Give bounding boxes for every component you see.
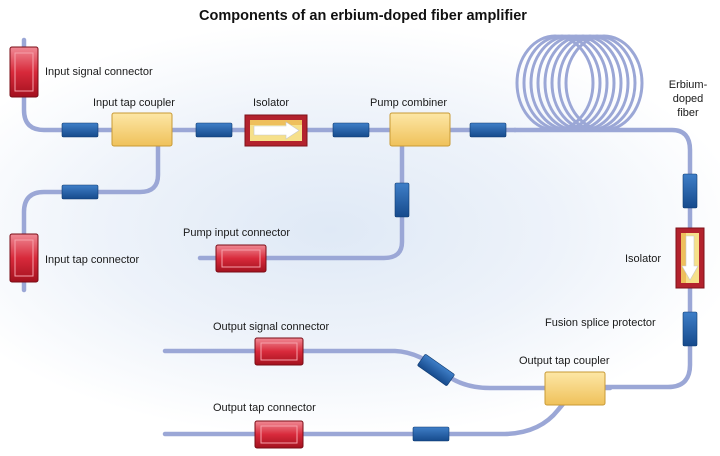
splice-6	[394, 182, 410, 218]
input-signal-connector-body	[9, 46, 39, 98]
pump-combiner-body	[389, 112, 451, 147]
input-tap-fiber	[21, 134, 161, 293]
arrow-down-icon	[681, 235, 699, 281]
splices	[61, 122, 698, 442]
erbium-coil	[515, 34, 644, 132]
output-signal-connector-body	[254, 337, 304, 366]
output-signal-fiber	[162, 348, 548, 391]
splice-2	[195, 122, 233, 138]
isolator-top	[244, 114, 308, 147]
label-output-signal-connector: Output signal connector	[213, 321, 330, 333]
splice-3	[332, 122, 370, 138]
isolator-right	[675, 227, 705, 289]
label-isolator-top: Isolator	[253, 97, 289, 109]
label-erbium-3: fiber	[677, 107, 699, 119]
pump-input-connector-body	[215, 244, 267, 273]
label-input-tap-connector: Input tap connector	[45, 254, 140, 266]
couplers	[111, 112, 606, 406]
label-erbium-1: Erbium-	[669, 79, 708, 91]
input-tap-connector-body	[9, 233, 39, 283]
arrow-right-icon	[253, 121, 300, 140]
splice-8	[682, 311, 698, 347]
splice-9	[417, 354, 455, 386]
erbium-exit-fiber	[512, 127, 693, 390]
output-tap-connector-body	[254, 420, 304, 449]
label-pump-combiner: Pump combiner	[370, 97, 447, 109]
label-fusion-splice-protector: Fusion splice protector	[545, 317, 656, 329]
label-input-tap-coupler: Input tap coupler	[93, 97, 175, 109]
splice-5	[61, 184, 99, 200]
input-fiber	[21, 37, 518, 133]
label-erbium-2: doped	[673, 93, 704, 105]
label-pump-input-connector: Pump input connector	[183, 227, 290, 239]
splice-1	[61, 122, 99, 138]
splice-10	[412, 426, 450, 442]
pump-input-fiber	[197, 134, 405, 261]
splice-7	[682, 173, 698, 209]
diagram-title: Components of an erbium-doped fiber ampl…	[199, 8, 527, 24]
label-output-tap-connector: Output tap connector	[213, 402, 316, 414]
output-tap-coupler-body	[544, 371, 606, 406]
label-isolator-right: Isolator	[625, 253, 661, 265]
connectors	[9, 46, 304, 449]
label-input-signal-connector: Input signal connector	[45, 66, 153, 78]
output-tap-fiber	[162, 395, 571, 437]
label-output-tap-coupler: Output tap coupler	[519, 355, 610, 367]
input-tap-coupler-body	[111, 112, 173, 147]
splice-4	[469, 122, 507, 138]
